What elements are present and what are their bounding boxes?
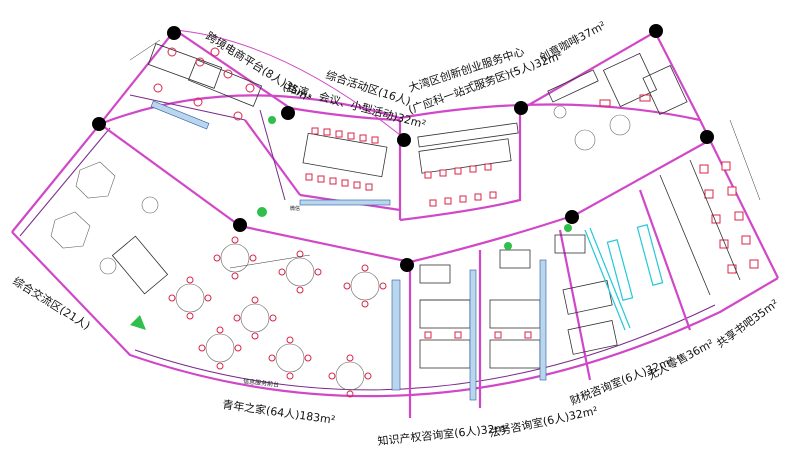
round-table xyxy=(343,264,387,308)
label-finance: 财税咨询室(6人)32m² xyxy=(568,353,676,407)
round-table xyxy=(328,354,372,398)
column xyxy=(565,210,579,224)
label-cafe: 创意咖啡37m² xyxy=(537,18,608,65)
round-table xyxy=(268,336,312,380)
column xyxy=(281,106,295,120)
column xyxy=(167,26,181,40)
label-reception: 信息服务前台 xyxy=(243,377,280,389)
round-table xyxy=(233,296,277,340)
activity-furniture xyxy=(299,127,391,206)
round-table xyxy=(213,236,257,280)
columns xyxy=(92,24,714,272)
column xyxy=(233,218,247,232)
column xyxy=(92,117,106,131)
bay-area-furniture xyxy=(417,122,519,207)
round-table xyxy=(278,250,322,294)
label-retail: 无人零售36m² xyxy=(645,336,716,383)
column xyxy=(514,101,528,115)
label-youth: 青年之家(64人)183m² xyxy=(222,397,337,427)
round-table xyxy=(198,326,242,370)
label-sign: 微信 xyxy=(290,205,300,212)
round-table xyxy=(168,276,212,320)
plants xyxy=(257,116,572,250)
column xyxy=(649,24,663,38)
label-bar: 共享书吧35m² xyxy=(714,296,781,350)
cross-border-furniture xyxy=(147,43,263,130)
consult-rooms-furniture xyxy=(419,234,618,401)
retail-fixtures xyxy=(584,223,664,331)
cafe-furniture xyxy=(547,52,688,151)
exchange-furniture xyxy=(50,161,169,330)
book-bar-shelves xyxy=(659,159,759,296)
column xyxy=(700,130,714,144)
column xyxy=(400,258,414,272)
youth-home-tables xyxy=(168,236,401,398)
column xyxy=(397,133,411,147)
dimension-lines xyxy=(129,39,761,301)
activity-chairs xyxy=(305,127,379,191)
